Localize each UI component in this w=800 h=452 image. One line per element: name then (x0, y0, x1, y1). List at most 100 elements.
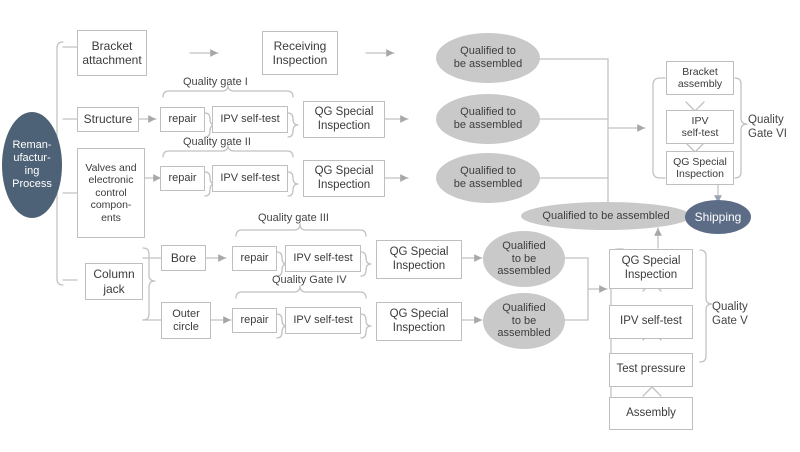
process-box-ipv-self-test-lane2[interactable]: IPV self-test (212, 165, 288, 192)
end-node-shipping[interactable]: Shipping (685, 200, 751, 234)
qualified-ellipse-row3[interactable]: Qualified to be assembled (436, 153, 540, 203)
gate-label-quality-gate-3: Quality gate III (258, 212, 329, 224)
process-box-assembly[interactable]: Assembly (609, 397, 693, 430)
gate-label-quality-gate-6: Quality Gate VI (748, 113, 787, 142)
ipv-self-test-label-lane4: IPV self-test (293, 314, 353, 327)
repair-label-lane4: repair (240, 314, 269, 327)
qgsi-gate6-line-2: Inspection (676, 168, 724, 180)
process-box-receiving-inspection[interactable]: Receiving Inspection (262, 31, 338, 75)
ipv-self-test-gate5-label: IPV self-test (620, 315, 682, 328)
process-box-qg-special-inspection-lane1[interactable]: QG Special Inspection (303, 101, 385, 138)
start-node-remanufacturing-process[interactable]: Reman- ufactur- ing Process (2, 112, 62, 218)
gate5-line-2: Gate V (712, 315, 748, 328)
start-line-4: Process (12, 178, 52, 191)
start-line-1: Reman- (12, 138, 52, 151)
process-box-bore[interactable]: Bore (161, 245, 206, 271)
process-box-bracket-attachment[interactable]: Bracket attachment (77, 30, 147, 76)
qgsi-lane3-line-1: QG Special (389, 245, 449, 258)
structure-label: Structure (83, 112, 133, 127)
qgsi-lane4-line-1: QG Special (389, 307, 449, 320)
valves-line-3: control (95, 186, 127, 199)
shipping-label: Shipping (694, 210, 742, 224)
repair-label-lane3: repair (240, 252, 269, 265)
assembly-label: Assembly (626, 406, 676, 419)
process-box-outer-circle[interactable]: Outer circle (161, 302, 211, 339)
qualified-ellipse-row2[interactable]: Qualified to be assembled (436, 94, 540, 144)
bracket-attachment-line-2: attachment (82, 53, 142, 67)
process-box-repair-lane1[interactable]: repair (160, 107, 205, 132)
bracket-assembly-line-2: assembly (677, 78, 723, 90)
ipv-self-test-label-lane2: IPV self-test (220, 172, 280, 185)
qualified-ellipse-row5[interactable]: Qualified to be assembled (483, 293, 565, 349)
qgsi-gate5-line-1: QG Special (621, 255, 681, 268)
process-box-qg-special-inspection-lane4[interactable]: QG Special Inspection (376, 302, 462, 341)
process-box-column-jack[interactable]: Column jack (85, 263, 143, 300)
qualified-row3-line-2: be assembled (453, 178, 523, 190)
valves-line-2: electronic (88, 174, 134, 187)
process-box-repair-lane4[interactable]: repair (232, 308, 277, 333)
process-box-qg-special-inspection-lane3[interactable]: QG Special Inspection (376, 240, 462, 279)
qualified-ellipse-row4[interactable]: Qualified to be assembled (483, 231, 565, 287)
ipv-self-test-label-lane1: IPV self-test (220, 113, 280, 126)
qgsi-lane1-line-2: Inspection (317, 119, 371, 132)
receiving-inspection-line-2: Inspection (272, 53, 328, 67)
qualified-merge-label: Qualified to be assembled (542, 209, 670, 222)
process-box-repair-lane3[interactable]: repair (232, 246, 277, 271)
qgsi-lane3-line-2: Inspection (392, 259, 446, 272)
gate-label-quality-gate-2: Quality gate II (183, 136, 251, 148)
qualified-ellipse-row1[interactable]: Qualified to be assembled (436, 33, 540, 83)
valves-line-5: ents (101, 211, 121, 224)
process-box-qg-special-inspection-lane2[interactable]: QG Special Inspection (303, 160, 385, 197)
process-box-structure[interactable]: Structure (77, 107, 139, 132)
test-pressure-label: Test pressure (616, 363, 686, 376)
qualified-row4-line-1: Qualified (502, 239, 546, 252)
bracket-assembly-line-1: Bracket (682, 65, 718, 78)
qualified-ellipse-merge[interactable]: Qualified to be assembled (521, 202, 691, 230)
process-box-qg-special-inspection-gate6[interactable]: QG Special Inspection (666, 151, 734, 185)
process-box-ipv-self-test-lane3[interactable]: IPV self-test (285, 245, 361, 272)
process-box-repair-lane2[interactable]: repair (160, 166, 205, 191)
qgsi-lane4-line-2: Inspection (392, 321, 446, 334)
column-jack-line-1: Column (93, 267, 135, 282)
outer-circle-line-2: circle (173, 320, 199, 333)
repair-label-lane2: repair (168, 172, 197, 185)
bore-label: Bore (170, 250, 197, 265)
qgsi-gate5-line-2: Inspection (624, 269, 678, 281)
valves-line-4: compon- (90, 199, 132, 212)
outer-circle-line-1: Outer (172, 307, 200, 320)
qualified-row5-line-2: to be (511, 314, 537, 327)
qgsi-gate6-line-1: QG Special (673, 155, 727, 168)
ipv-self-test-label-lane3: IPV self-test (293, 252, 353, 265)
qualified-row1-line-1: Qualified to (460, 45, 516, 58)
qualified-row2-line-2: be assembled (453, 119, 523, 131)
process-box-ipv-self-test-gate5[interactable]: IPV self-test (609, 305, 693, 339)
bracket-attachment-line-1: Bracket (91, 38, 133, 53)
start-line-2: ufactur- (13, 151, 51, 164)
process-box-valves-electronic-control-components[interactable]: Valves and electronic control compon- en… (77, 148, 145, 238)
process-box-qg-special-inspection-gate5[interactable]: QG Special Inspection (609, 249, 693, 289)
gate-label-quality-gate-1: Quality gate I (183, 76, 248, 88)
process-box-test-pressure[interactable]: Test pressure (609, 353, 693, 387)
ipv-self-test-gate6-line-2: self-test (681, 127, 719, 139)
process-box-bracket-assembly[interactable]: Bracket assembly (666, 61, 734, 95)
ipv-self-test-gate6-line-1: IPV (691, 114, 709, 127)
process-box-ipv-self-test-gate6[interactable]: IPV self-test (666, 110, 734, 144)
repair-label-lane1: repair (168, 113, 197, 126)
qualified-row1-line-2: be assembled (453, 58, 523, 70)
gate-label-quality-gate-4: Quality Gate IV (272, 274, 347, 286)
gate6-line-2: Gate VI (748, 128, 787, 141)
receiving-inspection-line-1: Receiving (273, 38, 327, 53)
valves-line-1: Valves and (85, 162, 137, 175)
column-jack-line-2: jack (103, 281, 125, 296)
qualified-row3-line-1: Qualified to (460, 165, 516, 178)
qgsi-lane1-line-1: QG Special (314, 105, 374, 118)
qualified-row5-line-3: assembled (497, 327, 551, 340)
qgsi-lane2-line-2: Inspection (317, 178, 371, 191)
gate-label-quality-gate-5: Quality Gate V (712, 300, 748, 329)
gate5-line-1: Quality (712, 301, 748, 313)
qualified-row2-line-1: Qualified to (460, 106, 516, 119)
process-box-ipv-self-test-lane4[interactable]: IPV self-test (285, 307, 361, 334)
process-box-ipv-self-test-lane1[interactable]: IPV self-test (212, 106, 288, 133)
